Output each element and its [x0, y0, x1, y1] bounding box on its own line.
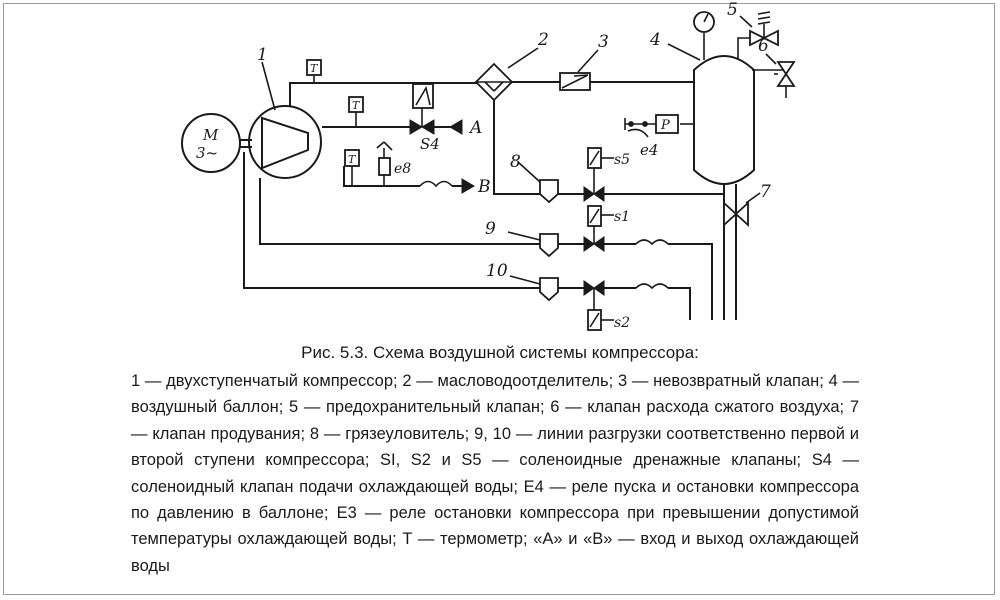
inlet-label: A	[468, 118, 482, 138]
safety-valve	[737, 11, 779, 60]
figure-caption-title: Рис. 5.3. Схема воздушной системы компре…	[301, 343, 699, 362]
label-s2: s2	[614, 315, 630, 331]
temperature-relay-e8: e8	[376, 141, 411, 186]
callout-3: 3	[598, 32, 609, 52]
unloading-line-10-filter	[539, 277, 559, 302]
callout-10: 10	[486, 261, 508, 281]
unloading-line-9-filter	[539, 233, 559, 258]
label-s1: s1	[614, 209, 630, 225]
callout-1: 1	[257, 45, 268, 65]
air-system-schematic: M 3~ 1 T 2 3 4	[181, 0, 796, 331]
callout-8: 8	[510, 152, 521, 172]
outlet-label: B	[477, 177, 491, 197]
callout-2: 2	[537, 30, 549, 50]
callout-7: 7	[760, 182, 771, 202]
callout-5: 5	[727, 0, 738, 20]
pressure-gauge	[693, 11, 715, 60]
label-e8: e8	[394, 161, 411, 177]
drain-valve-s2: s2	[583, 280, 630, 331]
drain-valve-s5: s5	[583, 147, 630, 202]
label-s4: S4	[420, 135, 440, 153]
air-receiver	[693, 55, 755, 185]
label-s5: s5	[614, 152, 630, 168]
motor-label-phase: 3~	[196, 144, 218, 162]
callout-4: 4	[649, 30, 661, 50]
check-valve	[559, 72, 591, 91]
page-frame	[3, 3, 995, 595]
two-stage-compressor	[248, 105, 322, 179]
pressure-relay-label: P	[660, 118, 670, 133]
oil-water-separator	[474, 62, 514, 102]
callout-6: 6	[758, 36, 769, 56]
thermometer-label-low: T	[348, 153, 357, 166]
label-e4: e4	[640, 141, 658, 159]
figure-legend: 1 — двухступенчатый компрессор; 2 — масл…	[131, 372, 859, 575]
callout-9: 9	[485, 219, 496, 239]
water-valve-s4: S4	[409, 83, 440, 153]
motor-label-m: M	[202, 126, 219, 144]
electric-motor: M 3~	[181, 113, 241, 173]
dirt-trap-8	[539, 179, 559, 204]
air-discharge-valve	[752, 61, 796, 98]
thermometer-label-mid: T	[352, 99, 361, 112]
blowdown-valve	[723, 200, 749, 228]
pressure-relay-e4: P e4	[624, 114, 694, 159]
thermometer-label-top: T	[310, 62, 319, 75]
